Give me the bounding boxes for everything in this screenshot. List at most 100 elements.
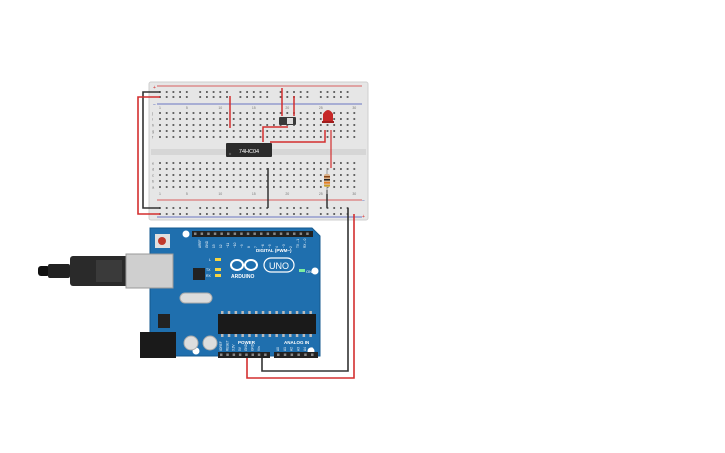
terminal-hole[interactable] <box>306 112 309 114</box>
rail-hole[interactable] <box>306 213 309 215</box>
terminal-hole[interactable] <box>179 174 181 176</box>
terminal-hole[interactable] <box>212 136 215 138</box>
rail-hole[interactable] <box>212 207 215 209</box>
terminal-hole[interactable] <box>192 130 195 132</box>
terminal-hole[interactable] <box>172 118 175 120</box>
rail-hole[interactable] <box>219 213 222 215</box>
terminal-hole[interactable] <box>346 168 349 170</box>
wire-gnd-to-arduino[interactable] <box>261 208 349 372</box>
terminal-hole[interactable] <box>185 168 188 170</box>
rail-hole[interactable] <box>319 213 322 215</box>
terminal-hole[interactable] <box>259 118 262 120</box>
rail-hole[interactable] <box>266 91 269 93</box>
terminal-hole[interactable] <box>273 180 275 182</box>
rail-hole[interactable] <box>185 96 188 98</box>
terminal-hole[interactable] <box>266 130 269 132</box>
wire-left-red[interactable] <box>137 96 160 215</box>
terminal-hole[interactable] <box>246 174 248 176</box>
terminal-hole[interactable] <box>259 130 262 132</box>
terminal-hole[interactable] <box>226 168 228 170</box>
terminal-hole[interactable] <box>266 162 269 164</box>
terminal-hole[interactable] <box>340 130 342 132</box>
terminal-hole[interactable] <box>259 180 262 182</box>
terminal-hole[interactable] <box>319 168 322 170</box>
terminal-hole[interactable] <box>266 112 269 114</box>
terminal-hole[interactable] <box>206 118 208 120</box>
terminal-hole[interactable] <box>206 112 208 114</box>
terminal-hole[interactable] <box>239 130 242 132</box>
header-hole[interactable] <box>251 353 255 357</box>
terminal-hole[interactable] <box>212 112 215 114</box>
terminal-hole[interactable] <box>192 186 195 188</box>
rail-hole[interactable] <box>239 96 242 98</box>
terminal-hole[interactable] <box>219 162 222 164</box>
rail-hole[interactable] <box>246 213 248 215</box>
header-hole[interactable] <box>253 232 256 236</box>
rail-hole[interactable] <box>319 91 322 93</box>
rail-hole[interactable] <box>219 207 222 209</box>
header-hole[interactable] <box>264 353 267 357</box>
resistor[interactable] <box>324 168 330 194</box>
rail-hole[interactable] <box>326 213 329 215</box>
terminal-hole[interactable] <box>333 186 336 188</box>
terminal-hole[interactable] <box>185 186 188 188</box>
terminal-hole[interactable] <box>239 124 242 126</box>
terminal-hole[interactable] <box>273 136 275 138</box>
terminal-hole[interactable] <box>340 174 342 176</box>
terminal-hole[interactable] <box>219 112 222 114</box>
terminal-hole[interactable] <box>273 124 275 126</box>
terminal-hole[interactable] <box>326 162 329 164</box>
terminal-hole[interactable] <box>232 124 235 126</box>
terminal-hole[interactable] <box>353 124 356 126</box>
terminal-hole[interactable] <box>252 162 255 164</box>
rail-hole[interactable] <box>165 96 168 98</box>
terminal-hole[interactable] <box>353 118 356 120</box>
terminal-hole[interactable] <box>179 180 181 182</box>
rail-hole[interactable] <box>185 91 188 93</box>
rail-hole[interactable] <box>259 207 262 209</box>
rail-hole[interactable] <box>306 91 309 93</box>
terminal-hole[interactable] <box>273 186 275 188</box>
terminal-hole[interactable] <box>199 112 202 114</box>
rail-hole[interactable] <box>259 213 262 215</box>
header-hole[interactable] <box>299 232 303 236</box>
terminal-hole[interactable] <box>319 118 322 120</box>
rail-hole[interactable] <box>333 213 336 215</box>
terminal-hole[interactable] <box>266 174 269 176</box>
wire-switch-to-chip[interactable] <box>262 126 288 142</box>
terminal-hole[interactable] <box>199 130 202 132</box>
terminal-hole[interactable] <box>273 112 275 114</box>
terminal-hole[interactable] <box>346 118 349 120</box>
terminal-hole[interactable] <box>333 168 336 170</box>
rail-hole[interactable] <box>340 207 342 209</box>
terminal-hole[interactable] <box>299 168 302 170</box>
terminal-hole[interactable] <box>206 186 208 188</box>
terminal-hole[interactable] <box>286 174 289 176</box>
terminal-hole[interactable] <box>179 130 181 132</box>
terminal-hole[interactable] <box>299 174 302 176</box>
terminal-hole[interactable] <box>185 118 188 120</box>
terminal-hole[interactable] <box>179 162 181 164</box>
rail-hole[interactable] <box>165 213 168 215</box>
terminal-hole[interactable] <box>319 136 322 138</box>
rail-hole[interactable] <box>319 96 322 98</box>
terminal-hole[interactable] <box>239 168 242 170</box>
rail-hole[interactable] <box>179 91 181 93</box>
terminal-hole[interactable] <box>239 180 242 182</box>
terminal-hole[interactable] <box>319 130 322 132</box>
terminal-hole[interactable] <box>179 168 181 170</box>
terminal-hole[interactable] <box>199 174 202 176</box>
terminal-hole[interactable] <box>286 186 289 188</box>
terminal-hole[interactable] <box>185 162 188 164</box>
header-hole[interactable] <box>297 353 300 357</box>
terminal-hole[interactable] <box>192 136 195 138</box>
rail-hole[interactable] <box>286 213 289 215</box>
wire-left-black[interactable] <box>142 91 160 209</box>
wire-chip-to-led[interactable] <box>270 130 326 143</box>
terminal-hole[interactable] <box>306 136 309 138</box>
usb-port[interactable] <box>125 253 174 289</box>
terminal-hole[interactable] <box>206 124 208 126</box>
rail-hole[interactable] <box>199 213 202 215</box>
terminal-hole[interactable] <box>273 130 275 132</box>
terminal-hole[interactable] <box>212 168 215 170</box>
